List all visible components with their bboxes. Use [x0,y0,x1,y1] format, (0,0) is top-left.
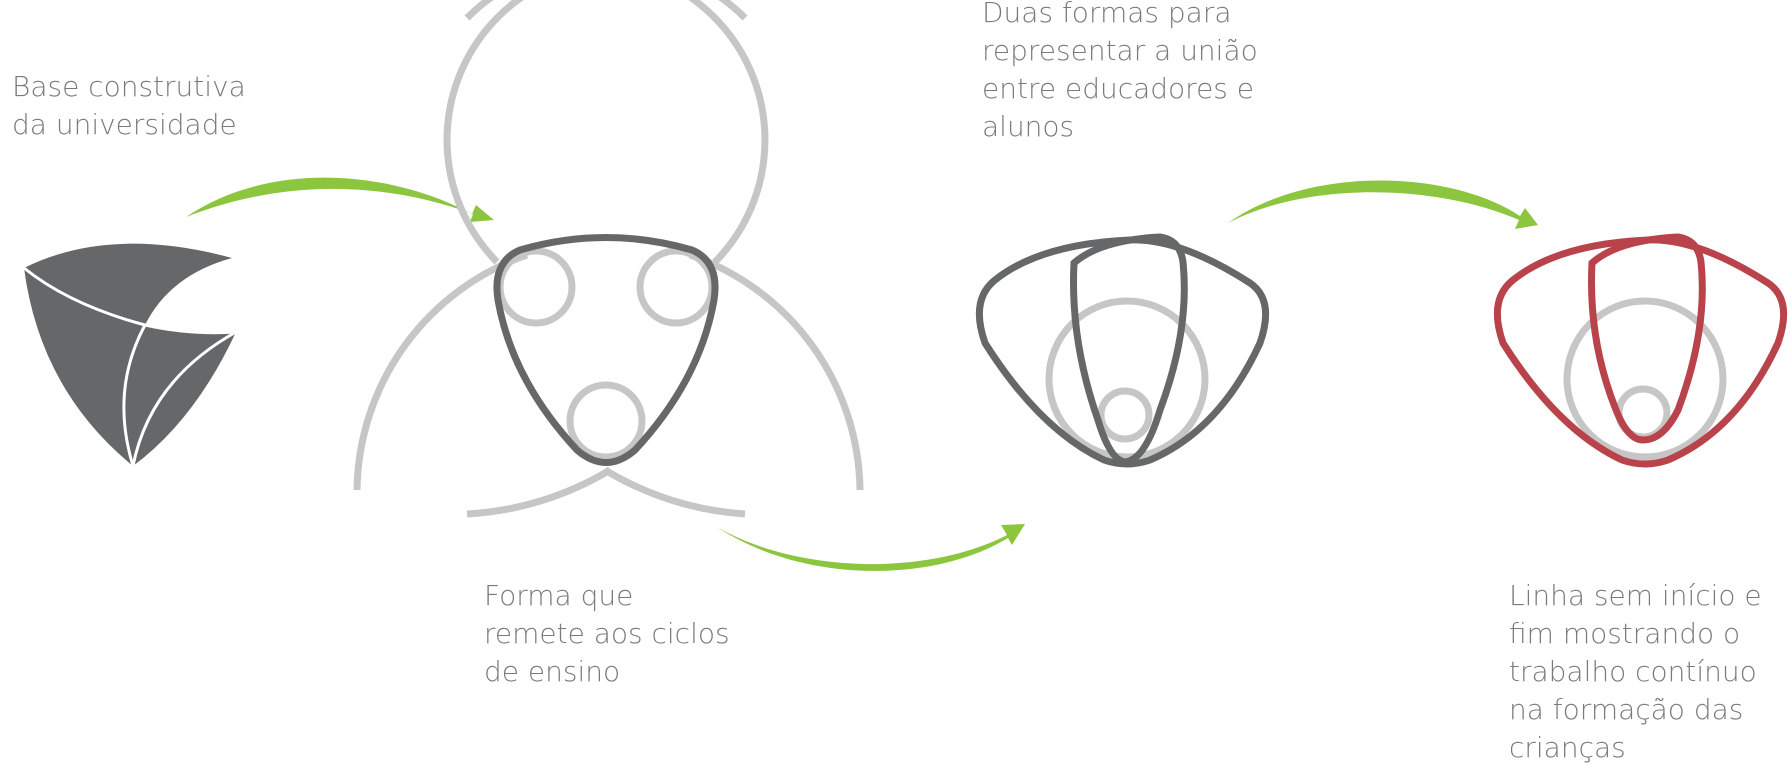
caption-forma: Forma que remete aos ciclos de ensino [484,577,730,691]
caption-forma-line-2: remete aos ciclos [484,617,730,650]
caption-linha-line-1: Linha sem início e [1509,579,1762,612]
caption-linha-line-3: trabalho contínuo [1509,655,1757,688]
caption-forma-line-1: Forma que [484,579,634,612]
caption-duas-line-2: representar a união [982,34,1258,67]
caption-linha-line-4: na formação das [1509,693,1744,726]
caption-base: Base construtiva da universidade [12,68,246,144]
caption-duas-line-4: alunos [982,110,1075,143]
caption-base-line-2: da universidade [12,108,237,141]
caption-forma-line-3: de ensino [484,655,621,688]
arrow-icon-3 [1228,180,1538,229]
caption-duas-line-1: Duas formas para [982,0,1232,29]
arrow-icon-2 [717,524,1025,571]
caption-linha: Linha sem início e fim mostrando o traba… [1509,577,1762,767]
caption-linha-line-2: fim mostrando o [1509,617,1741,650]
shield-logo-icon [23,243,237,467]
united-shapes-icon [975,233,1270,468]
caption-duas: Duas formas para representar a união ent… [982,0,1258,146]
arrow-icon-1 [186,177,494,222]
caption-base-line-1: Base construtiva [12,70,246,103]
final-logo-icon [1493,233,1788,468]
triquetra-construction-icon [353,0,864,518]
caption-linha-line-5: crianças [1509,731,1626,764]
caption-duas-line-3: entre educadores e [982,72,1255,105]
